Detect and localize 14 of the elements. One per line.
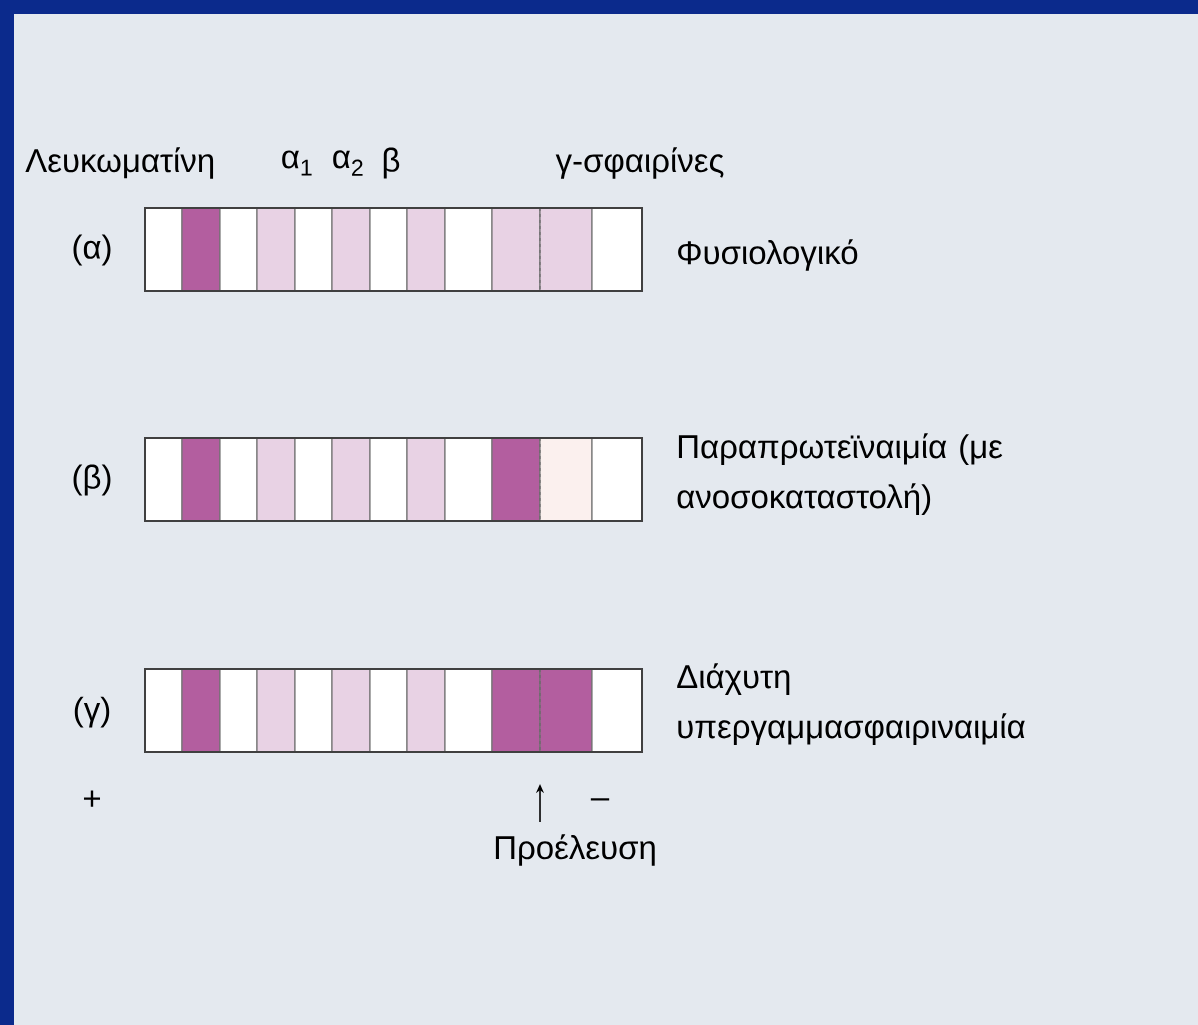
protein-label: γ-σφαιρίνες bbox=[555, 147, 724, 179]
origin-label: Προέλευση bbox=[495, 834, 655, 866]
protein-label: β bbox=[383, 147, 400, 179]
panel-letter: (γ) bbox=[74, 696, 110, 728]
condition-label: Φυσιολογικό bbox=[678, 239, 858, 271]
condition-label: Παραπρωτεϊναιμία (με ανοσοκαταστολή) bbox=[677, 433, 1003, 515]
cathode-sign: – bbox=[590, 798, 610, 801]
panel-letter: (β) bbox=[73, 464, 111, 496]
protein-label: Λευκωματίνη bbox=[25, 147, 214, 179]
anode-sign: + bbox=[84, 790, 100, 807]
panel-letter: (α) bbox=[73, 234, 111, 266]
condition-label: Διάχυτη υπεργαμμασφαιριναιμία bbox=[677, 663, 1025, 745]
protein-label: α$_{1}$ bbox=[282, 150, 312, 176]
protein-label: α$_{2}$ bbox=[333, 150, 363, 176]
